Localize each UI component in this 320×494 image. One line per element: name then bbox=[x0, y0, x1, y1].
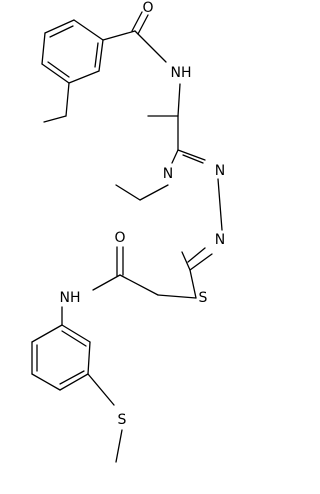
carbonyl-oxygen-top-label: O bbox=[142, 0, 153, 16]
s-to-ch2-bond bbox=[157, 294, 197, 299]
triazole-n-lower-label: N bbox=[215, 232, 225, 248]
ring-to-s-bond bbox=[87, 373, 115, 406]
triazole-ring bbox=[171, 149, 223, 271]
carbonyl-to-nh-mid-bond bbox=[92, 274, 121, 291]
triazole-n-upper-label: N bbox=[215, 163, 225, 179]
carbonyl-oxygen-mid-label: O bbox=[114, 230, 125, 246]
methylthiophenyl-ring bbox=[31, 324, 91, 391]
ethyl-bond-1 bbox=[139, 184, 169, 201]
methyl-bond-top bbox=[65, 82, 70, 117]
ch2-to-carbonyl-bond bbox=[119, 274, 159, 296]
thioether-sulfur-label: S bbox=[199, 290, 208, 306]
carbonyl-double-bond-1 bbox=[131, 11, 143, 32]
molecule-structure: O NH N N N S O NH S bbox=[31, 0, 225, 463]
triazole-n4-label: N bbox=[163, 166, 173, 182]
nh-to-ch-bond bbox=[177, 83, 181, 117]
carbonyl-double-bond-2 bbox=[137, 14, 149, 35]
methylthio-sulfur-label: S bbox=[118, 412, 127, 428]
amide-nh-mid-label: NH bbox=[60, 290, 81, 306]
methyl-tail-top bbox=[43, 115, 67, 123]
s-methyl-bond bbox=[115, 429, 123, 463]
ring-to-carbonyl-bond bbox=[102, 30, 136, 41]
amide-nh-top-label: NH bbox=[171, 65, 192, 81]
ethyl-bond-2 bbox=[115, 184, 141, 201]
triazole-to-s-bond bbox=[189, 269, 197, 299]
carbonyl-to-nh-bond bbox=[134, 30, 167, 63]
methylphenyl-ring bbox=[41, 19, 104, 84]
